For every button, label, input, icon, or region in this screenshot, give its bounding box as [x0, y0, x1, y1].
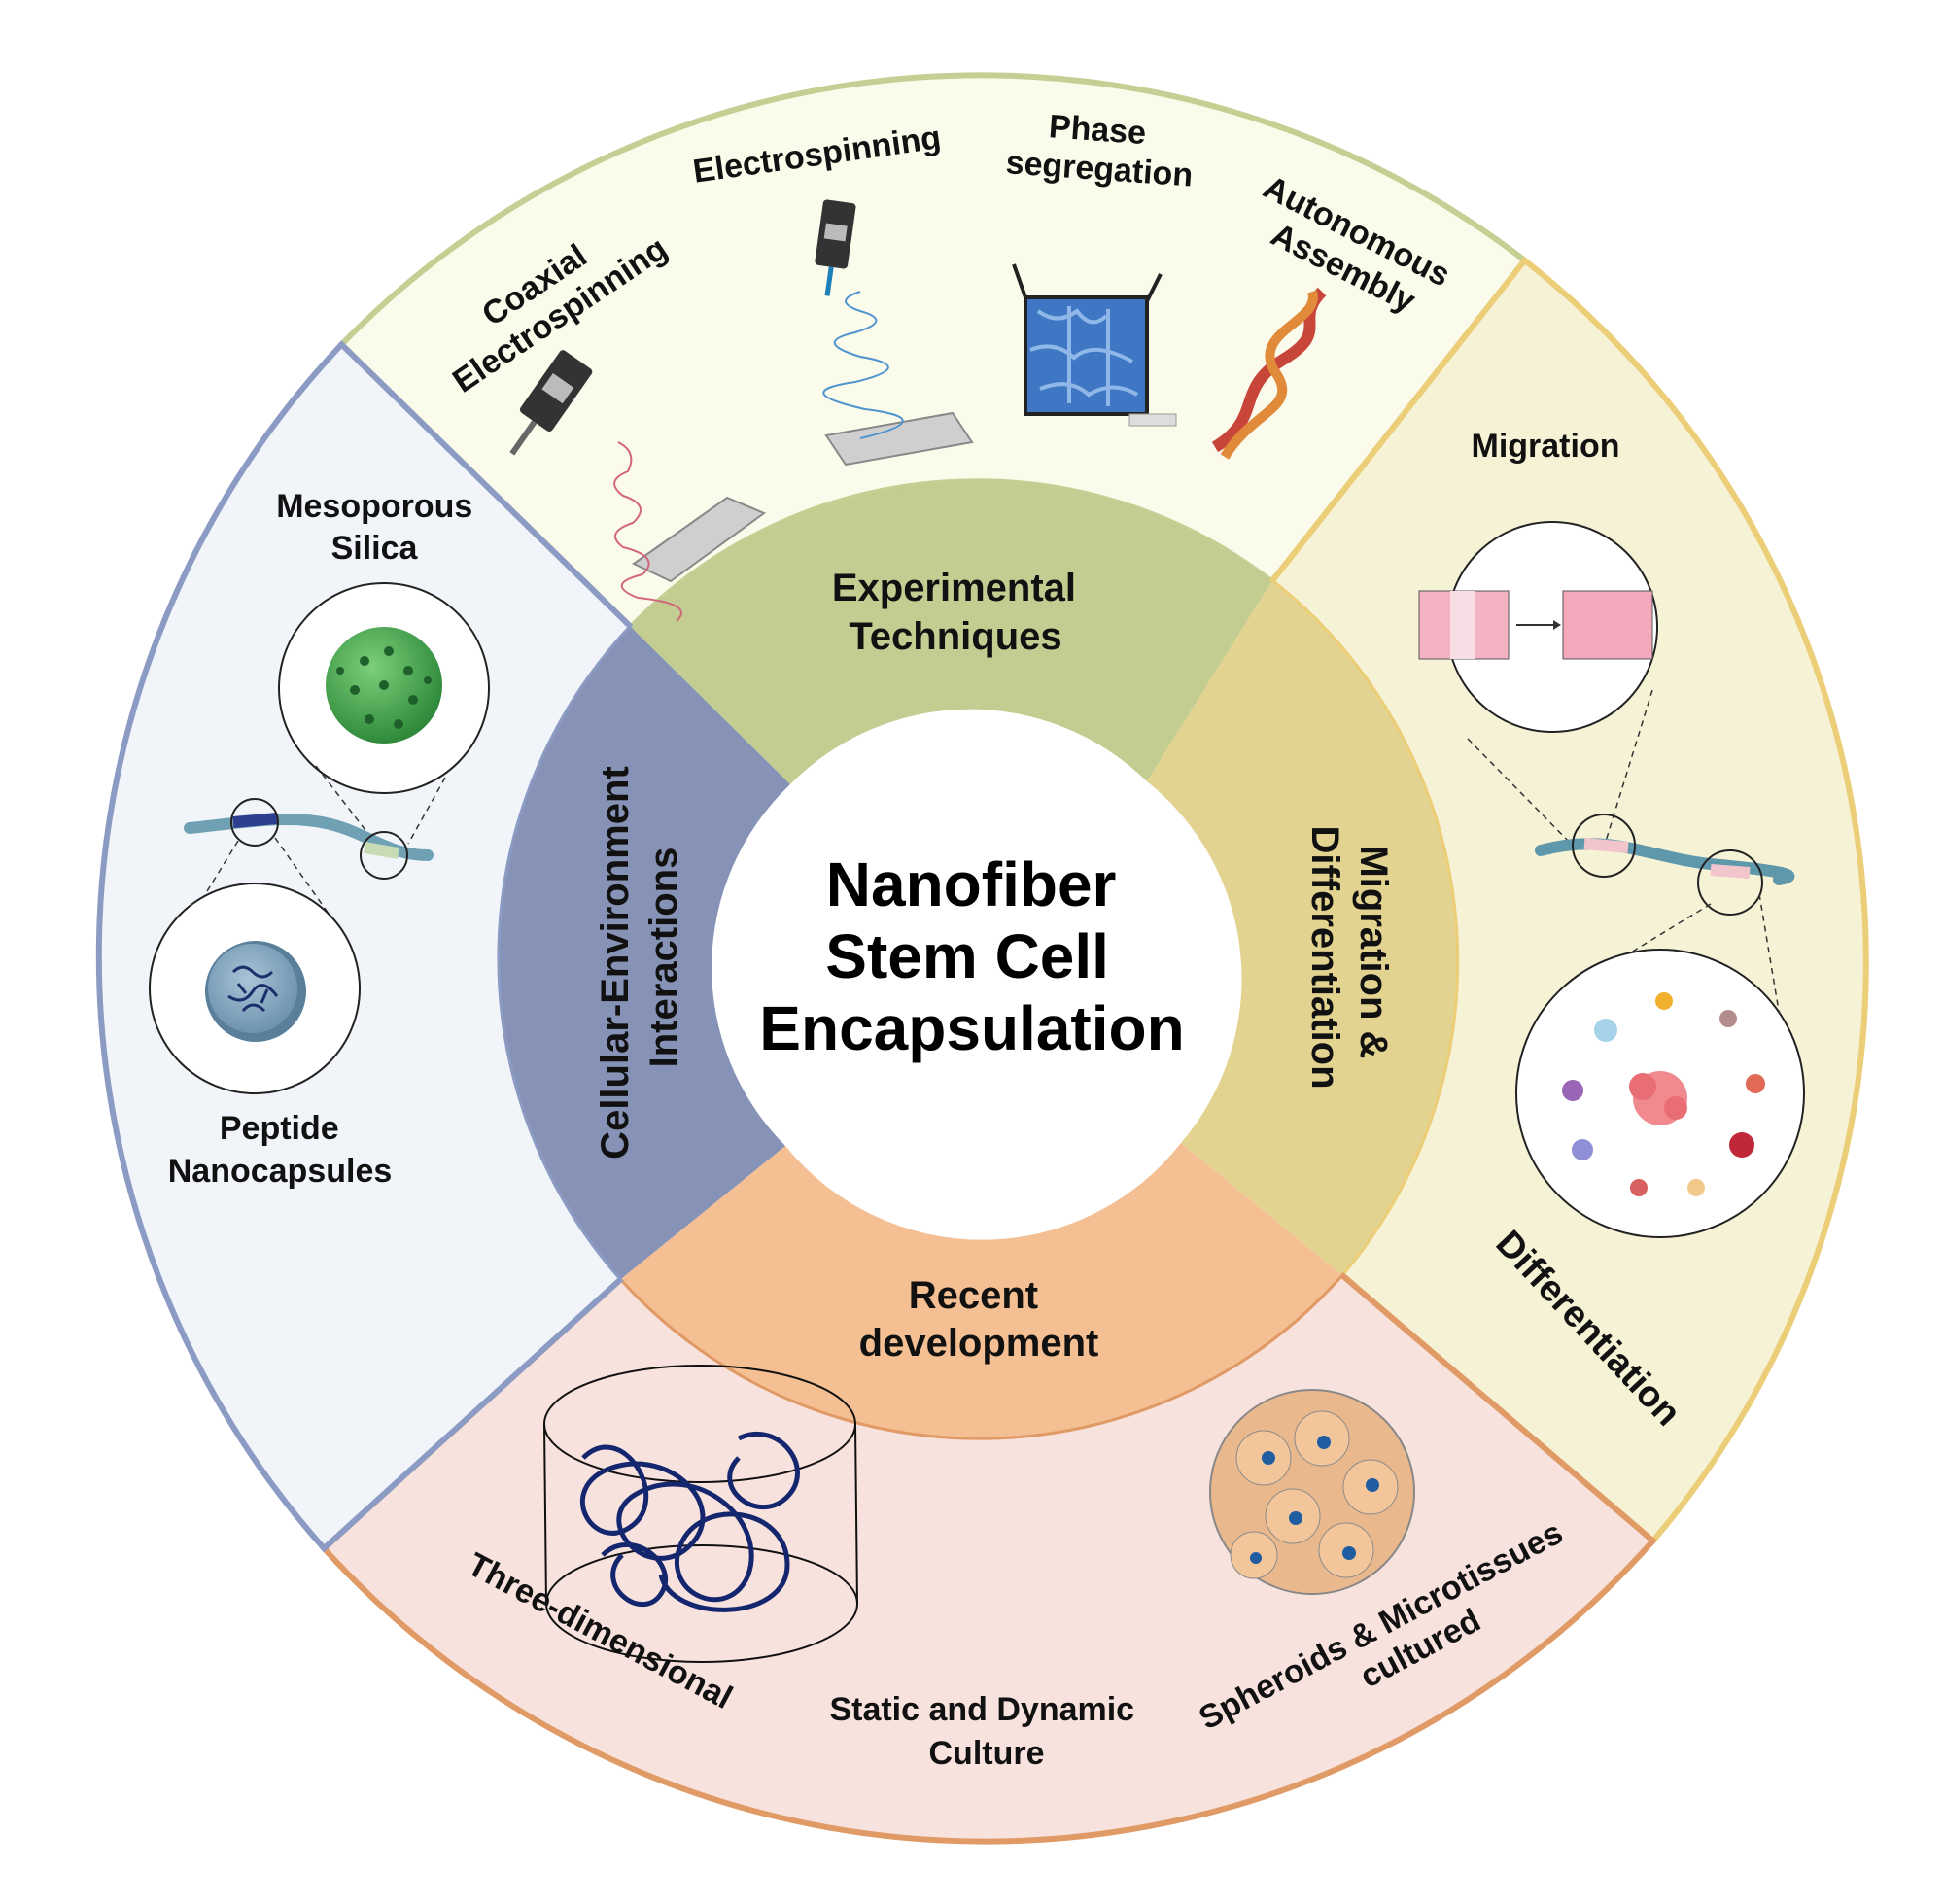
- cellular-environment-label: Cellular-Environment Interactions: [594, 755, 685, 1160]
- three-dimensional-scaffold-icon: [543, 1365, 858, 1663]
- migration-assay-magnifier-icon: [1418, 521, 1658, 848]
- electrospinning-device-icon: [815, 199, 974, 467]
- center-circle: [721, 713, 1223, 1215]
- spheroid-microtissue-icon: [1209, 1389, 1415, 1595]
- inner-sector-recent-development: [621, 1143, 1341, 1437]
- autonomous-assembly-helix-icon: [1211, 287, 1327, 460]
- recent-development-label: Recent development: [859, 1274, 1099, 1365]
- coaxial-electrospinning-device-icon: [509, 350, 767, 622]
- migration-fiber-icon: [1535, 814, 1795, 916]
- peptide-nanocapsule-magnifier-icon: [149, 883, 361, 1094]
- differentiation-magnifier-icon: [1515, 893, 1805, 1238]
- static-dynamic-culture-label: Static and Dynamic Culture: [829, 1691, 1143, 1772]
- phase-segregation-beaker-icon: [1012, 263, 1177, 427]
- inner-sector-experimental-techniques: [631, 481, 1272, 784]
- migration-differentiation-label: Migration & Differentiation: [1303, 825, 1395, 1089]
- peptide-nanocapsules-label: Peptide Nanocapsules: [168, 1110, 393, 1190]
- migration-label: Migration: [1472, 428, 1620, 465]
- inner-sector-cellular-environment: [500, 627, 790, 1279]
- mesoporous-silica-magnifier-icon: [278, 582, 490, 845]
- inner-sector-migration-differentiation: [1147, 581, 1457, 1275]
- center-title: Nanofiber Stem Cell Encapsulation: [759, 849, 1184, 1063]
- experimental-techniques-label: Experimental Techniques: [832, 567, 1087, 658]
- left-fiber-icon: [184, 798, 434, 915]
- mesoporous-silica-label: Mesoporous Silica: [276, 488, 482, 567]
